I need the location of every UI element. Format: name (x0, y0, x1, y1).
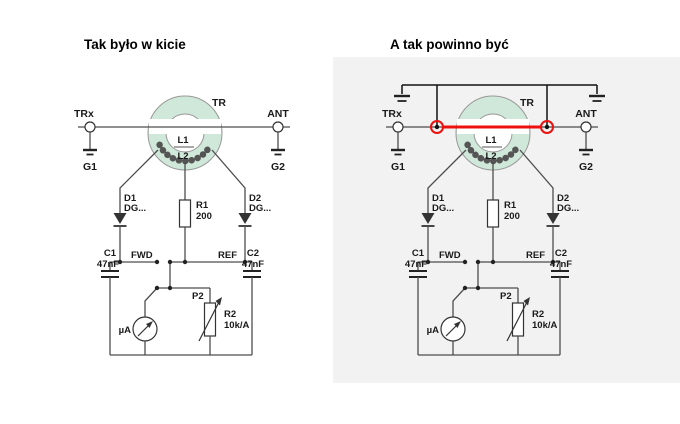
junction-dot (544, 124, 550, 130)
junction-dot (434, 124, 440, 130)
right-title: A tak powinno być (390, 37, 509, 52)
top-ground-right (589, 94, 605, 102)
top-ground-left (394, 94, 410, 102)
highlight-junction-right (540, 120, 554, 134)
highlight-junction-left (430, 120, 444, 134)
modification-highlight (430, 120, 554, 134)
left-title: Tak było w kicie (84, 37, 186, 52)
right-top-network (394, 84, 605, 130)
